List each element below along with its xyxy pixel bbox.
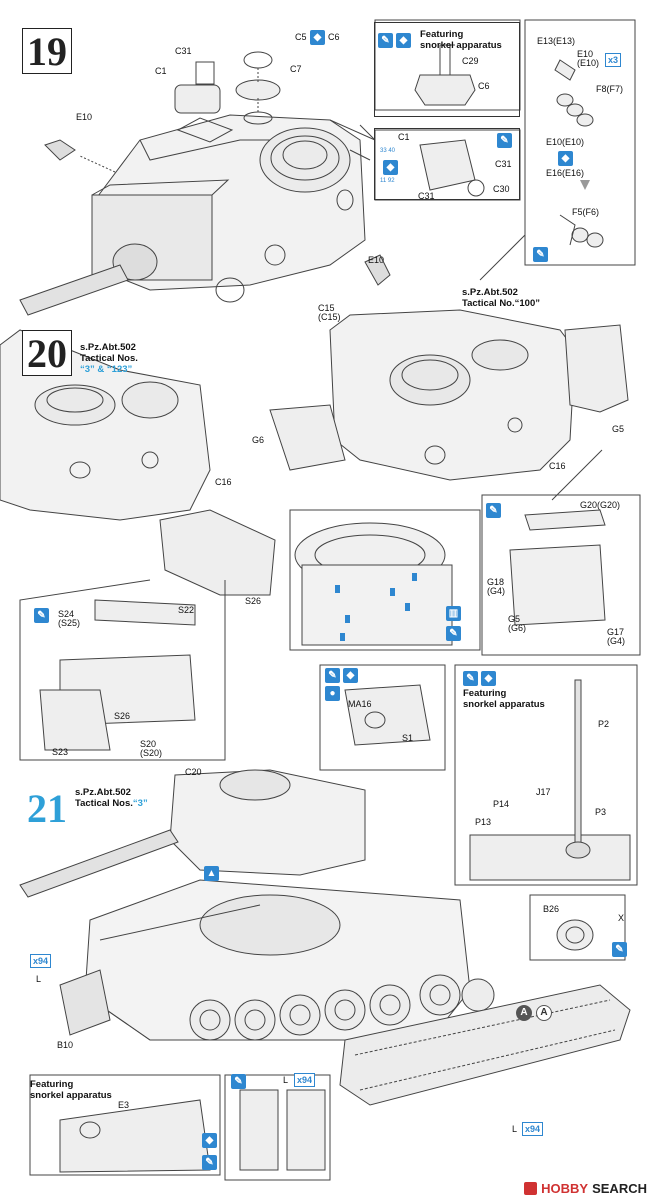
label-g20: G20(G20) bbox=[580, 500, 621, 510]
watermark-brand-a: HOBBY bbox=[541, 1181, 589, 1196]
paint-icon: ◆ bbox=[396, 33, 411, 48]
label-e3: E3 bbox=[118, 1100, 130, 1110]
glue-icon: ✎ bbox=[202, 1155, 217, 1170]
label-c6: C6 bbox=[328, 32, 340, 42]
note-right-unit: s.Pz.Abt.502 Tactical No.“100” bbox=[462, 287, 540, 309]
multiplier-x94-left: x94 bbox=[30, 954, 52, 968]
watermark-brand-b: SEARCH bbox=[592, 1181, 647, 1196]
circle-a: A bbox=[516, 1005, 532, 1021]
snorkel-callout-panel bbox=[374, 22, 520, 117]
paint-icon: ◆ bbox=[383, 160, 398, 175]
paint-icon: ◆ bbox=[310, 30, 325, 45]
note-step21-unit: s.Pz.Abt.502 Tactical Nos.“3” bbox=[75, 787, 148, 809]
paint-drop-icon: ● bbox=[325, 686, 340, 701]
label-c31: C31 bbox=[175, 46, 192, 56]
label-c5: C5 bbox=[295, 32, 307, 42]
glue-icon: ✎ bbox=[497, 133, 512, 148]
glue-icon: ✎ bbox=[533, 247, 548, 262]
label-s26: S26 bbox=[245, 596, 262, 606]
snorkel-note: Featuring snorkel apparatus bbox=[420, 29, 502, 51]
label-e10-e10: E10(E10) bbox=[546, 137, 585, 147]
label-c31-hatch-b: C31 bbox=[418, 191, 435, 201]
paint-icon: ◆ bbox=[343, 668, 358, 683]
multiplier-x94-track: x94 bbox=[522, 1122, 544, 1136]
label-p13: P13 bbox=[475, 817, 492, 827]
note-left-unit: s.Pz.Abt.502 Tactical Nos. “3” & “123” bbox=[80, 342, 138, 375]
label-s26-detail: S26 bbox=[114, 711, 131, 721]
label-b26: B26 bbox=[543, 904, 560, 914]
multiplier-x94-detail: x94 bbox=[294, 1073, 316, 1087]
label-p2: P2 bbox=[598, 719, 610, 729]
label-p14: P14 bbox=[493, 799, 510, 809]
label-c30: C30 bbox=[493, 184, 510, 194]
label-c20: C20 bbox=[185, 767, 202, 777]
label-s1: S1 bbox=[402, 733, 414, 743]
label-ma16: MA16 bbox=[348, 699, 372, 709]
label-c15: C15 (C15) bbox=[318, 303, 341, 322]
circle-a-alt: A bbox=[536, 1005, 552, 1021]
label-c1: C1 bbox=[155, 66, 167, 76]
label-p3: P3 bbox=[595, 807, 607, 817]
hatch-callout-panel bbox=[374, 128, 520, 200]
label-f8: F8(F7) bbox=[596, 84, 623, 94]
paint-code-2: 11 92 bbox=[380, 178, 395, 184]
label-g17: G17 (G4) bbox=[607, 627, 625, 646]
label-x: X bbox=[618, 913, 625, 923]
glue-icon: ✎ bbox=[612, 942, 627, 957]
label-l-track: L bbox=[512, 1124, 518, 1134]
label-c29: C29 bbox=[462, 56, 479, 66]
step-number-21: 21 bbox=[27, 785, 67, 831]
label-g5-bin: G5 (G6) bbox=[508, 614, 526, 633]
cement-icon: ▲ bbox=[204, 866, 219, 881]
label-c16-right: C16 bbox=[549, 461, 566, 471]
label-b10: B10 bbox=[57, 1040, 74, 1050]
label-s20: S20 (S20) bbox=[140, 739, 163, 758]
label-e10-sprue: E10 (E10) bbox=[577, 49, 600, 68]
label-c16-left: C16 bbox=[215, 477, 232, 487]
label-e10: E10 bbox=[76, 112, 93, 122]
glue-icon: ✎ bbox=[463, 671, 478, 686]
paint-icon: ◆ bbox=[481, 671, 496, 686]
step-number-19: 19 bbox=[22, 28, 72, 74]
glue-icon: ✎ bbox=[378, 33, 393, 48]
label-e16: E16(E16) bbox=[546, 168, 585, 178]
label-s22: S22 bbox=[178, 605, 195, 615]
paint-icon: ◆ bbox=[202, 1133, 217, 1148]
label-e13: E13(E13) bbox=[537, 36, 576, 46]
label-g6: G6 bbox=[252, 435, 265, 445]
watermark: HOBBY SEARCH bbox=[524, 1181, 647, 1196]
multiplier-x3: x3 bbox=[605, 53, 622, 67]
paint-icon: ◆ bbox=[558, 151, 573, 166]
label-c31-hatch-a: C31 bbox=[495, 159, 512, 169]
label-c7: C7 bbox=[290, 64, 302, 74]
paint-code-1: 33 40 bbox=[380, 148, 396, 154]
glue-icon: ✎ bbox=[446, 626, 461, 641]
label-s23: S23 bbox=[52, 747, 69, 757]
snorkel-note-bottom: Featuring snorkel apparatus bbox=[30, 1079, 112, 1101]
label-s24: S24 (S25) bbox=[58, 609, 81, 628]
decal-icon: ▥ bbox=[446, 606, 461, 621]
label-g5: G5 bbox=[612, 424, 625, 434]
label-j17: J17 bbox=[536, 787, 551, 797]
label-f5: F5(F6) bbox=[572, 207, 599, 217]
glue-icon: ✎ bbox=[486, 503, 501, 518]
glue-icon: ✎ bbox=[231, 1074, 246, 1089]
label-c1-hatch: C1 bbox=[398, 132, 410, 142]
label-l-left: L bbox=[36, 974, 42, 984]
step-number-20: 20 bbox=[22, 330, 72, 376]
label-g18: G18 (G4) bbox=[487, 577, 505, 596]
hobbysearch-logo-icon bbox=[524, 1182, 538, 1195]
label-e10-right: E10 bbox=[368, 255, 385, 265]
snorkel-note-21: Featuring snorkel apparatus bbox=[463, 688, 545, 710]
glue-icon: ✎ bbox=[34, 608, 49, 623]
label-c6-snorkel: C6 bbox=[478, 81, 490, 91]
glue-icon: ✎ bbox=[325, 668, 340, 683]
label-l-detail: L bbox=[283, 1075, 289, 1085]
